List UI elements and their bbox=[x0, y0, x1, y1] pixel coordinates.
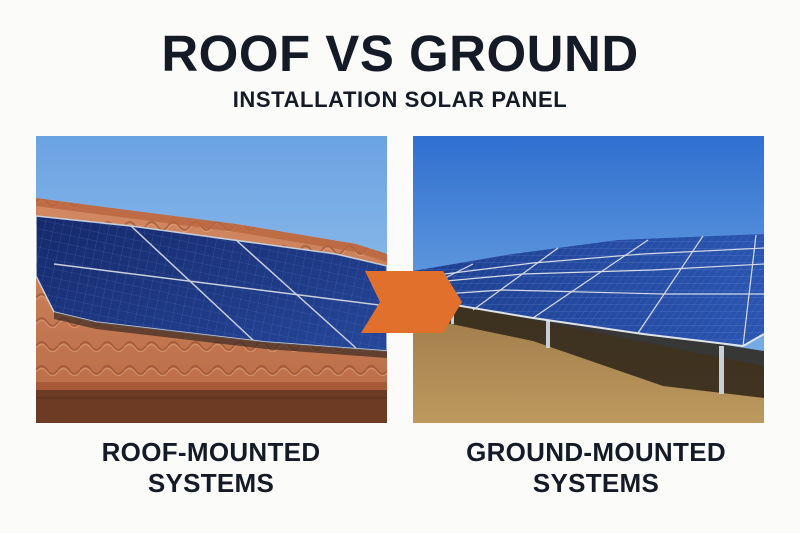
chevron-right-arrow-icon bbox=[358, 269, 464, 335]
ground-solar-illustration bbox=[413, 136, 764, 423]
ground-caption-line1: GROUND-MOUNTED bbox=[466, 437, 726, 467]
ground-mounted-image bbox=[413, 136, 764, 423]
ground-caption-line2: SYSTEMS bbox=[532, 468, 660, 498]
page-subtitle: INSTALLATION SOLAR PANEL bbox=[232, 87, 568, 112]
ground-mounted-caption: GROUND-MOUNTED SYSTEMS bbox=[416, 437, 776, 499]
roof-caption-line2: SYSTEMS bbox=[147, 468, 275, 498]
roof-solar-illustration bbox=[36, 136, 387, 423]
roof-caption-line1: ROOF-MOUNTED bbox=[101, 437, 321, 467]
roof-mounted-image bbox=[36, 136, 387, 423]
arrow-shape bbox=[361, 271, 462, 333]
roof-mounted-caption: ROOF-MOUNTED SYSTEMS bbox=[31, 437, 391, 499]
page-title: ROOF VS GROUND bbox=[161, 25, 639, 82]
